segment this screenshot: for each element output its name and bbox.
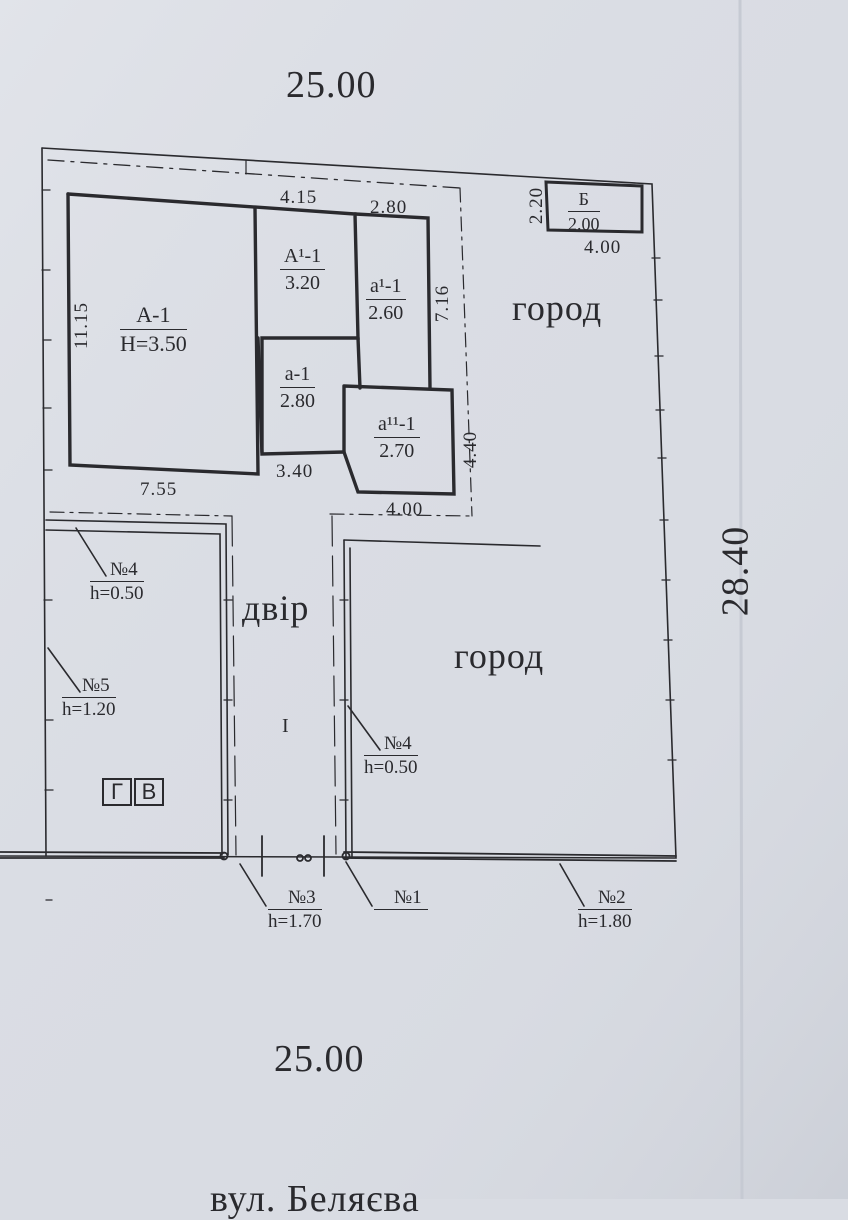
annex-bottom-dimension: 4.00 (386, 499, 424, 520)
house-top-right-dimension: 2.80 (370, 197, 408, 218)
internal-fences (45, 511, 541, 859)
room-code: Б (568, 190, 600, 212)
top-width-dimension: 25.00 (286, 64, 377, 106)
room-value: 2.80 (280, 390, 315, 412)
fence-height: h=1.70 (268, 910, 322, 932)
room-a1-small-label: а¹-1 2.60 (366, 276, 406, 323)
fence-tag-4-left: №4 h=0.50 (90, 560, 144, 604)
house-bottom-mid-dimension: 3.40 (276, 461, 314, 482)
fence-tag-3: №3 h=1.70 (268, 888, 322, 932)
fence-height: h=0.50 (364, 756, 418, 778)
house-a1 (66, 192, 456, 496)
house-bottom-left-dimension: 7.55 (140, 479, 178, 500)
house-right-height-dimension: 7.16 (432, 284, 454, 323)
room-code: а¹¹-1 (374, 414, 420, 438)
fence-leaders (47, 527, 585, 907)
garden-bottom-label: город (454, 636, 545, 676)
street-name: вул. Беляєва (210, 1178, 420, 1220)
bottom-width-dimension: 25.00 (274, 1038, 365, 1080)
house-dimension-lines (245, 159, 473, 517)
room-code: а-1 (280, 364, 315, 388)
fence-number: №4 (364, 734, 418, 756)
paper-edge (738, 0, 744, 1199)
fence-height (374, 910, 428, 912)
fence-tag-4-right: №4 h=0.50 (364, 734, 418, 778)
fence-number: №1 (374, 888, 428, 910)
yard-number: I (282, 715, 289, 737)
yard-label: двір (242, 588, 310, 628)
room-value: 2.70 (379, 440, 415, 462)
room-value: 2.00 (568, 214, 600, 234)
plot-boundary (0, 147, 677, 859)
house-left-height-dimension: 11.15 (71, 301, 93, 350)
room-a1-prime-label: А¹-1 3.20 (280, 246, 326, 294)
room-a-label: а-1 2.80 (280, 364, 315, 411)
fence-number: №5 (62, 676, 116, 698)
room-value: 2.60 (368, 302, 404, 324)
shed-b-width-dimension: 4.00 (584, 237, 622, 258)
room-code: А-1 (120, 304, 187, 330)
room-value: 3.20 (285, 272, 321, 294)
outbuilding-g: Г (102, 778, 132, 806)
garden-top-label: город (512, 288, 603, 328)
shed-b-label: Б 2.00 (568, 190, 600, 233)
boundary-ticks (41, 189, 677, 901)
room-value: Н=3.50 (120, 331, 187, 356)
outbuilding-v: В (134, 778, 164, 806)
fence-height: h=1.20 (62, 698, 116, 720)
fence-tag-2: №2 h=1.80 (578, 888, 632, 932)
room-code: А¹-1 (280, 246, 326, 270)
room-a2-label: а¹¹-1 2.70 (374, 414, 420, 461)
annex-right-height-dimension: 4.40 (460, 430, 482, 469)
right-length-dimension: 28.40 (714, 525, 757, 617)
fence-height: h=0.50 (90, 582, 144, 604)
fence-number: №2 (578, 888, 632, 910)
fence-height: h=1.80 (578, 910, 632, 932)
fence-number: №3 (268, 888, 322, 910)
street-fence (0, 835, 677, 877)
room-code: а¹-1 (366, 276, 406, 300)
fence-number: №4 (90, 560, 144, 582)
fence-tag-5: №5 h=1.20 (62, 676, 116, 720)
room-a1-label: А-1 Н=3.50 (120, 304, 187, 355)
house-top-left-dimension: 4.15 (280, 187, 318, 208)
shed-b (544, 180, 644, 234)
fence-tag-1: №1 (374, 888, 428, 912)
shed-b-height-dimension: 2.20 (526, 186, 548, 225)
